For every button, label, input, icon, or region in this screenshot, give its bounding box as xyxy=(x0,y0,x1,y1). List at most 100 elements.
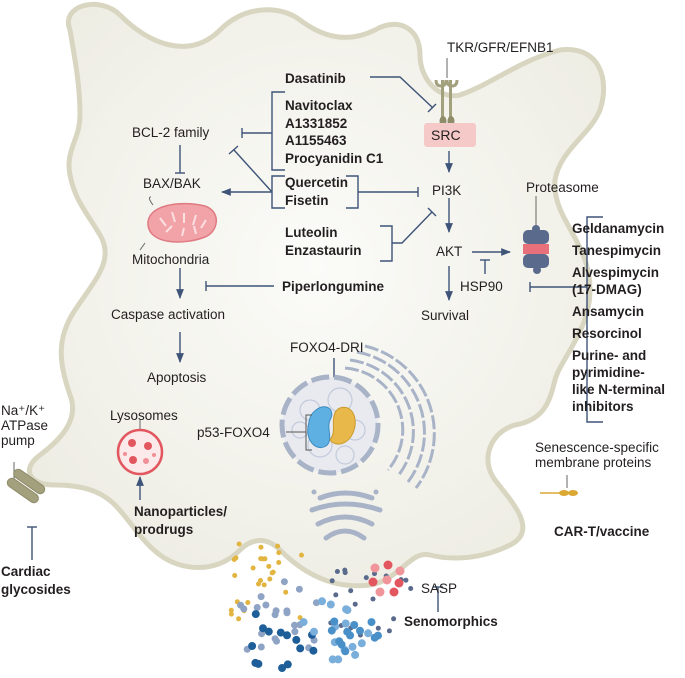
drug-group-cardiac-glycosides: Cardiac glycosides xyxy=(1,563,71,598)
caspase-label: Caspase activation xyxy=(111,307,226,322)
mitochondria-label: Mitochondria xyxy=(132,252,210,267)
drug-cart-vaccine: CAR-T/vaccine xyxy=(554,524,650,539)
sasp-particle xyxy=(270,569,276,575)
sasp-particle xyxy=(389,587,399,597)
sasp-particle xyxy=(391,616,397,622)
drug-item: A1331852 xyxy=(285,115,348,131)
membrane-protein-icon xyxy=(540,475,578,496)
sasp-particle xyxy=(283,589,289,595)
drug-dasatinib: Dasatinib xyxy=(285,71,346,86)
drug-item: Nanoparticles/ xyxy=(134,504,228,519)
sasp-particle xyxy=(296,644,305,653)
sasp-particle xyxy=(299,618,308,627)
sasp-particle xyxy=(364,629,373,638)
sasp-particle xyxy=(283,631,291,640)
sasp-particle xyxy=(261,582,267,588)
membrane-proteins-line: membrane proteins xyxy=(535,455,652,470)
sasp-particle xyxy=(346,631,355,640)
sasp-label: SASP xyxy=(421,581,458,596)
golgi-icon xyxy=(309,489,383,541)
sasp-particle xyxy=(330,617,339,626)
sasp-particle xyxy=(341,619,350,628)
src-box xyxy=(424,123,476,147)
sasp-particle xyxy=(253,604,261,611)
drug-item: Navitoclax xyxy=(285,98,353,113)
sasp-particle xyxy=(327,626,336,635)
sasp-particle xyxy=(310,627,318,636)
apoptosis-label: Apoptosis xyxy=(147,370,207,385)
sasp-particle xyxy=(245,600,251,605)
pump-label: Na⁺/K⁺ ATPase pump xyxy=(1,403,48,448)
sasp-particle xyxy=(342,567,348,573)
sasp-particle xyxy=(341,647,350,656)
sasp-particle xyxy=(370,563,380,573)
sasp-particle xyxy=(337,640,346,649)
sasp-particle xyxy=(382,575,392,585)
drug-item: Fisetin xyxy=(285,192,329,208)
drug-item: Cardiac xyxy=(1,564,51,579)
drug-item: pyrimidine- xyxy=(572,365,645,380)
drug-item: Purine- and xyxy=(572,348,647,363)
sasp-particle xyxy=(236,616,242,622)
sasp-particle xyxy=(352,601,358,607)
sasp-particle xyxy=(264,627,273,636)
drug-item: glycosides xyxy=(1,581,71,597)
sasp-particle xyxy=(326,600,335,609)
drug-group-pi3k-inhibitors: Luteolin Enzastaurin xyxy=(285,224,362,259)
drug-item: A1155463 xyxy=(285,133,347,148)
membrane-proteins-line: Senescence-specific xyxy=(535,440,659,455)
nucleus-icon xyxy=(279,344,436,489)
drug-item: Resorcinol xyxy=(572,326,642,341)
mitochondria-icon xyxy=(0,0,217,251)
sasp-particle xyxy=(383,560,393,570)
proteasome-label: Proteasome xyxy=(526,180,599,195)
sasp-particle xyxy=(348,642,357,651)
sasp-particle xyxy=(367,618,376,627)
lysosomes-label: Lysosomes xyxy=(110,408,178,423)
lysosome-icon xyxy=(116,420,164,476)
drug-item: Alvespimycin xyxy=(572,265,660,280)
sasp-particle xyxy=(386,628,392,634)
sasp-particle xyxy=(258,544,264,550)
sasp-particle xyxy=(236,541,242,547)
sasp-particle xyxy=(318,597,326,606)
sasp-particle xyxy=(262,601,270,609)
sasp-particle xyxy=(266,563,272,569)
drug-item: Quercetin xyxy=(285,175,349,190)
drug-group-flavonoids: Quercetin Fisetin xyxy=(285,174,348,209)
membrane-proteins-label: Senescence-specific membrane proteins xyxy=(535,440,659,470)
drug-item: Enzastaurin xyxy=(285,242,362,258)
drug-item: (17-DMAG) xyxy=(572,282,642,297)
sasp-particle xyxy=(299,552,304,558)
sasp-particle xyxy=(275,543,281,549)
drug-item: Procyanidin C1 xyxy=(285,150,384,166)
drug-item: Ansamycin xyxy=(572,304,645,319)
sasp-particle xyxy=(375,587,385,597)
sasp-particle xyxy=(248,642,257,650)
sasp-particle xyxy=(328,655,337,664)
sasp-particle xyxy=(350,621,359,629)
sasp-particle xyxy=(292,635,301,644)
sasp-particle xyxy=(259,624,267,633)
sasp-particle xyxy=(276,560,282,565)
sasp-particle xyxy=(394,578,404,588)
sasp-particle xyxy=(334,569,340,574)
p53foxo4-label: p53-FOXO4 xyxy=(197,425,270,440)
sasp-particle xyxy=(276,550,282,556)
baxbak-label: BAX/BAK xyxy=(143,176,201,191)
drug-item: Luteolin xyxy=(285,225,338,240)
sasp-particle xyxy=(375,625,381,631)
drug-senomorphics: Senomorphics xyxy=(404,614,498,629)
drug-item: prodrugs xyxy=(134,521,194,537)
sasp-particle xyxy=(272,607,280,615)
sasp-particle xyxy=(250,565,256,571)
sasp-particle xyxy=(403,577,409,583)
sasp-particle xyxy=(283,660,292,669)
akt-label: AKT xyxy=(436,244,463,259)
receptor-label: TKR/GFR/EFNB1 xyxy=(447,40,554,55)
bcl2-label: BCL-2 family xyxy=(132,125,210,140)
sasp-particle xyxy=(351,650,360,659)
drug-group-nanoparticles: Nanoparticles/ prodrugs xyxy=(134,503,227,538)
drug-piperlongumine: Piperlongumine xyxy=(282,279,385,294)
